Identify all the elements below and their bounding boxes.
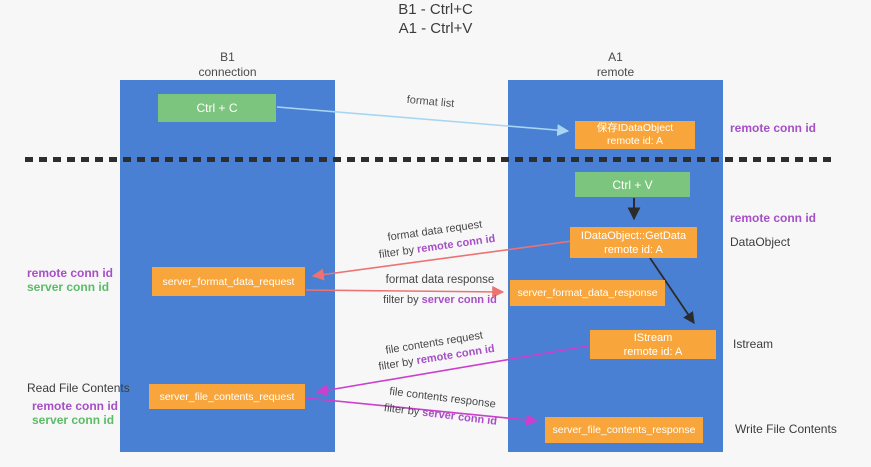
server-file-contents-response-label: server_file_contents_response bbox=[552, 424, 696, 436]
format-list-text: format list bbox=[406, 93, 455, 111]
label-format-data-response: format data response filter by server co… bbox=[370, 274, 510, 306]
diagram-title: B1 - Ctrl+C A1 - Ctrl+V bbox=[0, 0, 871, 38]
node-server-format-data-response: server_format_data_response bbox=[510, 280, 665, 306]
filter-by-text: filter by bbox=[378, 243, 418, 262]
separator-dashed-line bbox=[25, 157, 835, 162]
server-format-data-request-label: server_format_data_request bbox=[162, 275, 295, 288]
node-server-format-data-request: server_format_data_request bbox=[152, 267, 305, 296]
title-line-1: B1 - Ctrl+C bbox=[398, 1, 473, 18]
annotation-left-bottom-remote-conn-id: remote conn id bbox=[32, 399, 119, 413]
ctrl-v-label: Ctrl + V bbox=[612, 177, 653, 192]
annotation-dataobject: DataObject bbox=[730, 235, 791, 249]
label-file-contents-response: file contents response filter by server … bbox=[373, 384, 511, 429]
lane-b1-name: B1 bbox=[220, 50, 235, 64]
istream-line2: remote id: A bbox=[623, 345, 683, 358]
istream-line1: IStream bbox=[633, 331, 673, 344]
annotation-istream: Istream bbox=[733, 337, 774, 351]
label-format-list: format list bbox=[383, 92, 479, 112]
getdata-line1: IDataObject::GetData bbox=[580, 229, 687, 242]
format-data-response-text: format data response bbox=[385, 274, 495, 286]
server-format-data-response-label: server_format_data_response bbox=[517, 287, 658, 299]
annotation-left-remote-conn-id: remote conn id bbox=[27, 266, 114, 280]
node-server-file-contents-request: server_file_contents_request bbox=[149, 384, 305, 409]
node-saved-idataobject: 保存IDataObject remote id: A bbox=[575, 121, 695, 149]
annotation-left-server-conn-id: server conn id bbox=[27, 280, 110, 294]
annotation-write-file-contents: Write File Contents bbox=[735, 422, 837, 436]
node-idataobject-getdata: IDataObject::GetData remote id: A bbox=[570, 227, 697, 258]
saved-idataobject-line1: 保存IDataObject bbox=[596, 122, 674, 134]
server-file-contents-request-label: server_file_contents_request bbox=[159, 390, 295, 403]
node-ctrl-c: Ctrl + C bbox=[158, 94, 276, 122]
filter-by-text: filter by bbox=[383, 402, 423, 419]
node-istream: IStream remote id: A bbox=[590, 330, 716, 359]
title-line-2: A1 - Ctrl+V bbox=[398, 20, 473, 37]
lane-header-b1: B1 connection bbox=[120, 50, 335, 80]
label-format-data-request: format data request filter by remote con… bbox=[351, 211, 522, 266]
label-file-contents-request: file contents request filter by remote c… bbox=[357, 324, 515, 378]
server-conn-id-key: server conn id bbox=[421, 294, 497, 306]
lane-a1-role: remote bbox=[596, 65, 635, 79]
annotation-read-file-contents: Read File Contents bbox=[27, 381, 130, 395]
lane-b1-role: connection bbox=[198, 65, 257, 79]
getdata-line2: remote id: A bbox=[604, 243, 663, 256]
node-ctrl-v: Ctrl + V bbox=[575, 172, 690, 197]
annotation-remote-conn-id-mid: remote conn id bbox=[730, 211, 817, 225]
lane-header-a1: A1 remote bbox=[508, 50, 723, 80]
lane-a1-name: A1 bbox=[608, 50, 623, 64]
format-data-response-filter: filter by server conn id bbox=[370, 294, 510, 306]
node-server-file-contents-response: server_file_contents_response bbox=[545, 417, 703, 443]
filter-by-text: filter by bbox=[383, 294, 422, 306]
annotation-left-bottom-server-conn-id: server conn id bbox=[32, 413, 115, 427]
annotation-remote-conn-id-top: remote conn id bbox=[730, 121, 817, 135]
server-conn-id-key: server conn id bbox=[421, 406, 498, 428]
ctrl-c-label: Ctrl + C bbox=[196, 101, 238, 115]
saved-idataobject-line2: remote id: A bbox=[606, 135, 664, 147]
